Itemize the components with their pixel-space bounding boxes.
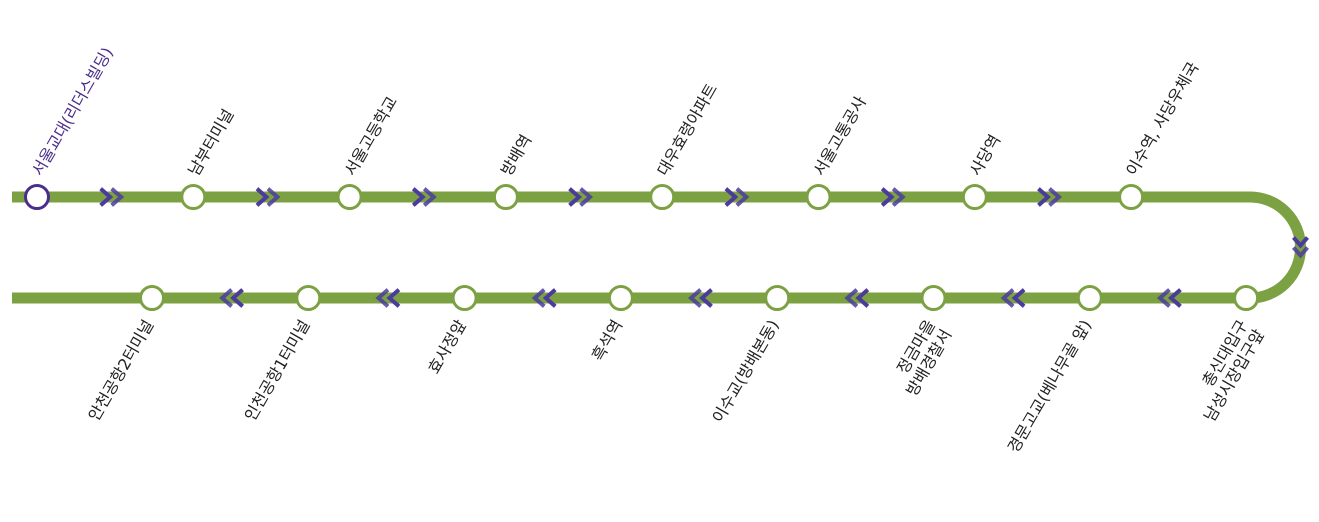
stop-label: 총신대입구남성시장입구앞 (1184, 316, 1269, 424)
current-stop-label: 서울교대(리더스빌딩) (28, 44, 117, 179)
stop-marker[interactable] (649, 184, 676, 210)
stop-label: 서울고등학교 (341, 93, 402, 179)
stop-marker[interactable] (607, 285, 634, 311)
direction-arrow-down (1291, 236, 1310, 259)
stop-label: 효사정앞 (424, 316, 470, 377)
stop-label: 대우효령아파트 (653, 80, 721, 179)
stop-marker[interactable] (1233, 285, 1260, 311)
stop-label: 정금마을방배경찰서 (886, 317, 956, 400)
direction-arrow-right (1037, 187, 1062, 207)
stop-marker[interactable] (1076, 285, 1103, 311)
stop-label: 이수역, 사당우체국 (1122, 59, 1202, 179)
direction-arrow-left (219, 288, 244, 308)
direction-arrow-left (1156, 288, 1182, 308)
stop-marker[interactable] (764, 285, 791, 311)
stop-marker[interactable] (961, 184, 988, 210)
route-line (12, 191, 1306, 304)
stops (24, 184, 1260, 311)
stop-marker[interactable] (492, 184, 519, 210)
direction-arrow-right (880, 187, 906, 207)
direction-arrows (99, 187, 1310, 308)
direction-arrow-left (688, 288, 713, 308)
stop-label: 방배역 (497, 131, 536, 179)
direction-arrow-right (99, 187, 125, 207)
stop-marker[interactable] (180, 184, 207, 210)
stop-marker[interactable] (920, 285, 947, 311)
direction-arrow-right (724, 187, 750, 207)
stop-marker[interactable] (336, 184, 363, 210)
direction-arrow-left (844, 288, 870, 308)
route-track (12, 191, 1306, 304)
stop-label: 남부터미널 (184, 106, 237, 179)
direction-arrow-left (1000, 288, 1026, 308)
stop-marker[interactable] (1118, 184, 1145, 210)
stop-marker[interactable] (805, 184, 832, 210)
stop-marker[interactable] (295, 285, 322, 311)
stop-label: 경문고교(베나무골 앞) (1004, 317, 1095, 456)
direction-arrow-right (568, 187, 594, 207)
stop-label: 인천공항1터미널 (241, 317, 314, 425)
stop-marker[interactable] (451, 285, 478, 311)
direction-arrow-left (531, 288, 557, 308)
stop-label: 서울고통공사 (810, 93, 871, 179)
direction-arrow-right (255, 187, 281, 207)
stop-label: 이수교(방배본동) (708, 317, 782, 427)
stop-marker[interactable] (139, 285, 165, 311)
direction-arrow-right (411, 187, 437, 207)
stop-label: 흑석역 (588, 317, 627, 365)
stop-label: 안천공항2터미널 (84, 317, 157, 425)
stop-label: 사당역 (966, 131, 1005, 179)
current-stop-marker[interactable] (24, 184, 50, 210)
direction-arrow-left (375, 288, 401, 308)
stop-labels: 서울교대(리더스빌딩) 남부터미널 서울고등학교 방배역 대우효령아파트 서울고통공사 사당… (28, 44, 1268, 456)
